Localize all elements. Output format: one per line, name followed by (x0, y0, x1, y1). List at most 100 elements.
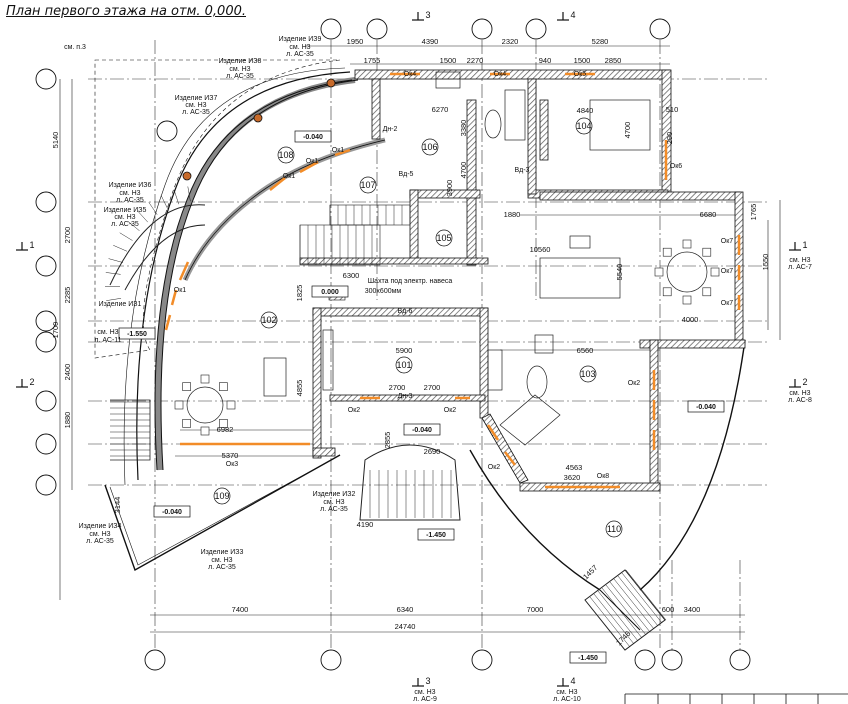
stair-step (609, 581, 651, 633)
ref-sheet: л. АС-35 (86, 538, 114, 545)
axis-bubble (729, 649, 751, 671)
level-box (153, 505, 191, 518)
axis-bubble (35, 390, 57, 412)
ref-sheet: л. АС-35 (226, 73, 254, 80)
level-mark: 0.000 (321, 289, 339, 296)
opening-label: Ок2 (488, 464, 501, 471)
axis-bubble (366, 18, 388, 40)
room-circle (605, 520, 623, 538)
dimension-text: 4000 (682, 315, 699, 324)
axis-bubble (144, 649, 166, 671)
axis-label: Ж (39, 72, 54, 86)
dimension-text: 5280 (592, 37, 609, 46)
columns (182, 78, 336, 181)
stair-step (106, 298, 122, 301)
chair (219, 419, 228, 428)
axis-bubble (634, 649, 656, 671)
ref-node: см. Н3 (185, 102, 206, 109)
dimension-text: 3400 (684, 605, 701, 614)
chair (702, 287, 712, 297)
dimension-text: 6680 (700, 210, 717, 219)
room-circle (575, 117, 593, 135)
ref-sheet: л. АС-35 (286, 51, 314, 58)
ref-sheet: л. АС-35 (320, 506, 348, 513)
axis-bubble (35, 310, 57, 332)
section-label: 2 (802, 377, 807, 387)
dimension-text: 4855 (295, 380, 304, 397)
level-mark: -1.550 (127, 331, 147, 338)
axis-bubble (35, 331, 57, 353)
chair (200, 374, 210, 384)
dimension-text: 2690 (424, 447, 441, 456)
ref-node: см. Н3 (97, 329, 118, 336)
room-number: 108 (278, 150, 293, 160)
room-circle (277, 146, 295, 164)
axis-bubble (471, 18, 493, 40)
level-box (294, 130, 332, 143)
axis-bubble (471, 649, 493, 671)
dimension-text: 6300 (343, 271, 360, 280)
level-box (569, 651, 607, 664)
axis-label: 6 (641, 653, 649, 667)
opening-label: Ок4 (404, 71, 417, 78)
dimension-text: 1500 (574, 56, 591, 65)
item-note: Изделие ИЗ7 (175, 95, 218, 102)
dimension-text: 600 (662, 605, 675, 614)
room-circle (359, 176, 377, 194)
dimension-text: 10560 (530, 245, 551, 254)
dimension-text: 7000 (527, 605, 544, 614)
dimension-text: 3620 (564, 473, 581, 482)
dimension-text: 5370 (222, 451, 239, 460)
stair-step (617, 575, 659, 627)
axis-label: 6 (656, 22, 664, 36)
level-box (118, 327, 156, 340)
opening-label: Ок4 (494, 71, 507, 78)
stair-step (119, 232, 133, 241)
opening-label: Ок5 (574, 71, 587, 78)
dimension-text: 4700 (459, 162, 468, 179)
stair-step (148, 202, 158, 215)
ref-note: см. п.3 (64, 44, 86, 51)
dimension-text: 6270 (432, 105, 449, 114)
dimension-text: 2700 (424, 383, 441, 392)
dimension-text: 2850 (605, 56, 622, 65)
title-block (624, 693, 848, 704)
axis-bubble (35, 68, 57, 90)
dimension-text: 2270 (467, 56, 484, 65)
room-circle (395, 356, 413, 374)
dimension-text: 1880 (504, 210, 521, 219)
dimension-text: 2700 (63, 227, 72, 244)
stair-step (108, 258, 124, 263)
item-note: Изделие ИЗ5 (104, 207, 147, 214)
opening-label: Ок7 (721, 268, 734, 275)
opening-label: Ок1 (332, 147, 345, 154)
opening-label: Ок6 (670, 163, 683, 170)
item-note: Изделие ИЗ2 (313, 491, 356, 498)
axis-bubble (649, 18, 671, 40)
chair (226, 400, 236, 410)
ref-sheet: л. АС-9 (413, 696, 437, 703)
section-label: 2 (29, 377, 34, 387)
dimension-text: 5140 (51, 132, 60, 149)
stair-step (173, 189, 179, 205)
chair (702, 247, 712, 257)
opening-label: Ок2 (444, 407, 457, 414)
axis-bubble (35, 474, 57, 496)
stair-step (137, 210, 148, 223)
dimension-text: 3144 (113, 497, 122, 514)
dimension-text: 5900 (396, 346, 413, 355)
dimension-text: 1457 (581, 563, 599, 581)
dimension-text: 1765 (749, 204, 758, 221)
shaft-note: Шахта под электр. навеса (368, 278, 453, 285)
ref-node: см. Н3 (789, 390, 810, 397)
openings (164, 72, 741, 489)
ref-node: см. Н3 (289, 44, 310, 51)
plan-title: План первого этажа на отм. 0,000. (6, 4, 246, 19)
level-box (403, 423, 441, 436)
stair-step (613, 578, 655, 630)
dimension-text: 6560 (577, 346, 594, 355)
axis-label: 5 (532, 22, 540, 36)
opening-label: Вд-5 (399, 171, 414, 178)
ref-sheet: л. АС-35 (116, 197, 144, 204)
shaft-size-note: 300x600мм (365, 288, 402, 295)
